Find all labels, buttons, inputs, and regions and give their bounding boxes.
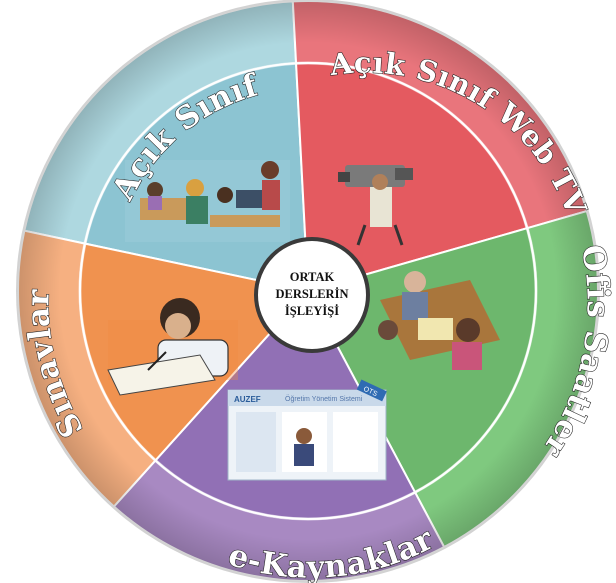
thumb-logo: AUZEF [234,395,261,404]
ots-website-screenshot: AUZEF Öğretim Yönetim Sistemi OTS [227,379,387,481]
center-line-1: ORTAK [290,270,335,284]
video-camera-illustration [338,165,413,246]
student-writing-illustration [107,298,238,396]
classroom-illustration [125,160,290,242]
center-circle [254,237,370,353]
office-meeting-illustration [378,271,500,370]
center-line-3: İŞLEYİŞİ [285,304,339,318]
thumb-header: Öğretim Yönetim Sistemi [285,395,363,403]
center-line-2: DERSLERİN [276,287,349,301]
